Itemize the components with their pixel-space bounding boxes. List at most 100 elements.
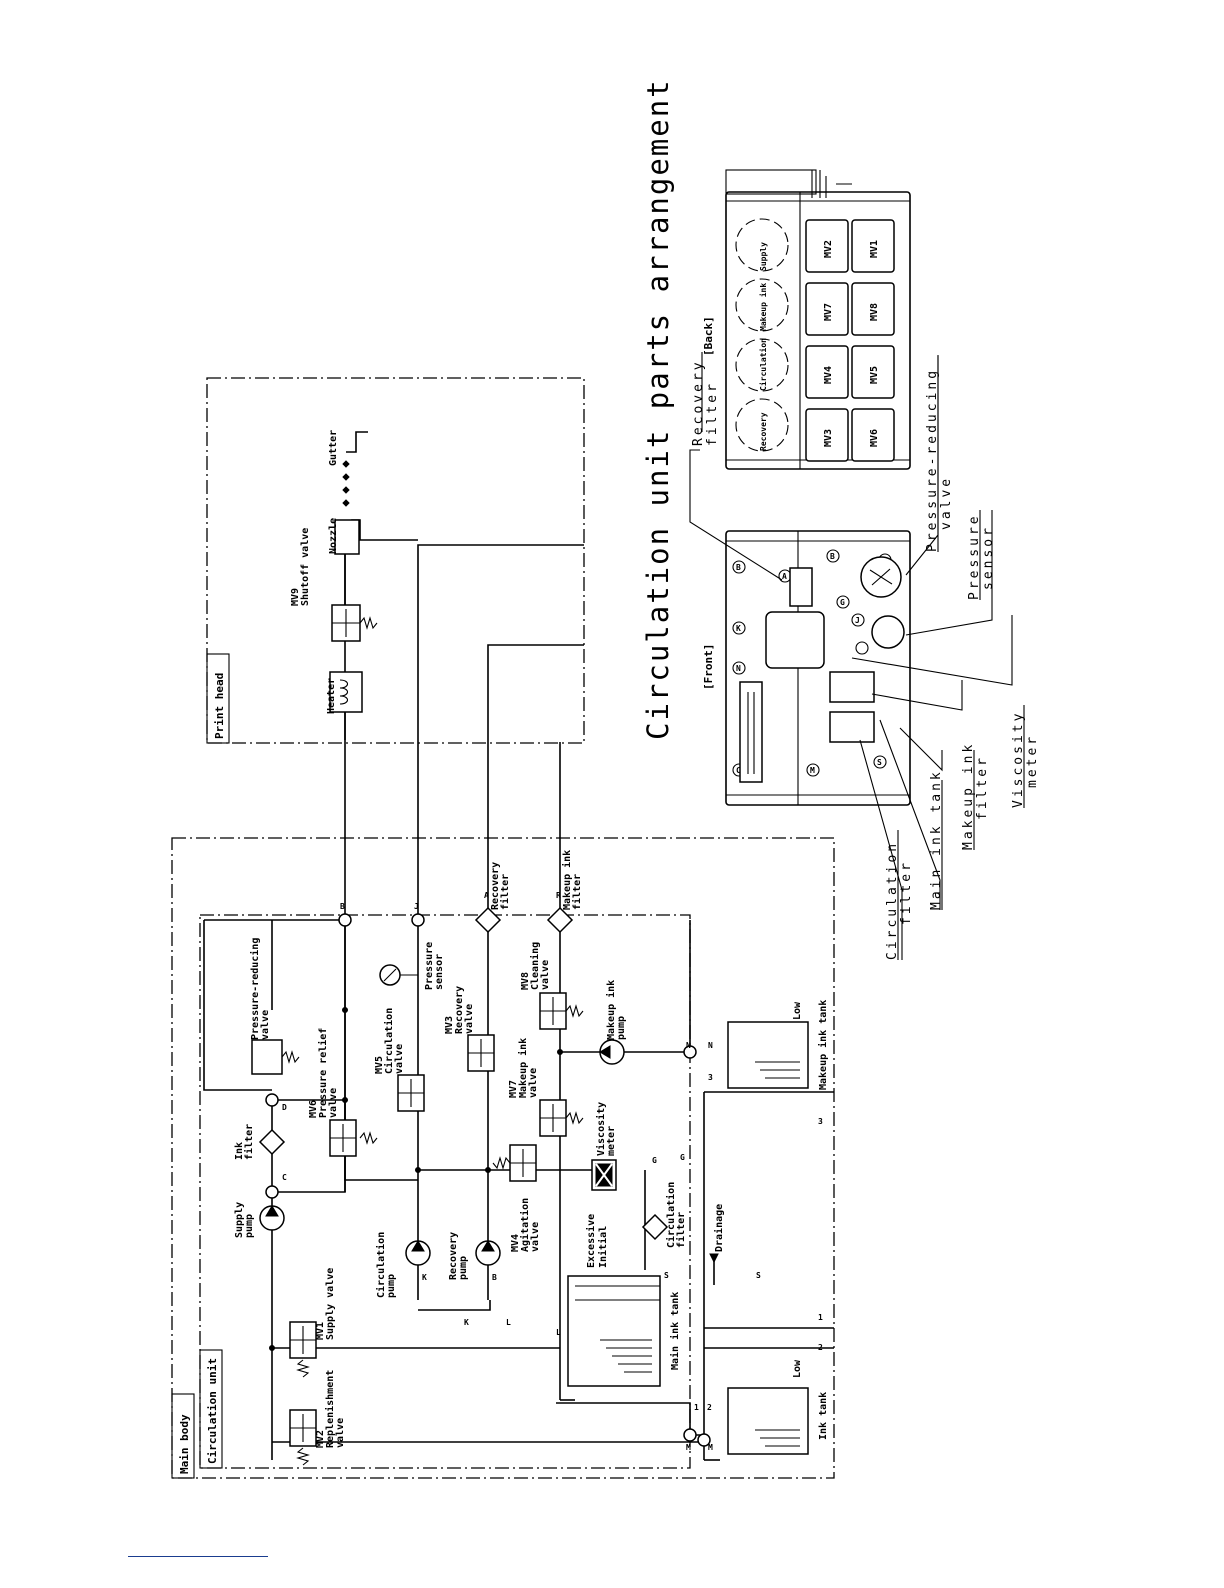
svg-text:1: 1 xyxy=(694,1403,699,1412)
main-body-frame xyxy=(171,837,835,1479)
mv1-label: Supply valve xyxy=(325,1268,336,1340)
ink-tank-symbol xyxy=(727,1387,809,1455)
pressure-sensor-symbol xyxy=(379,964,418,986)
recovery-filter-label: Recovery xyxy=(490,862,501,910)
ink-filter-label2: filter xyxy=(243,1124,255,1160)
heater-label: Heater xyxy=(326,678,337,714)
back-valve-block xyxy=(851,219,895,273)
back-valve-label: MV8 xyxy=(869,303,880,321)
mv8-label2: valve xyxy=(540,960,551,990)
gutter-symbol xyxy=(346,431,368,453)
viscosity-meter-label2: meter xyxy=(606,1126,617,1156)
svg-text:G: G xyxy=(840,598,845,607)
callout-makeup-filter-1: Makeup ink xyxy=(961,742,976,850)
svg-text:M: M xyxy=(708,1443,713,1452)
initial-label: Initial xyxy=(597,1226,609,1268)
mv2-label: Replenishment xyxy=(324,1370,336,1448)
recovery-pump-symbol xyxy=(475,1240,501,1266)
back-valve-label: MV4 xyxy=(823,366,834,384)
callout-circ-filter-1: Circulation xyxy=(885,841,900,960)
parts-arrangement: Circulation unit parts arrangement [Fron… xyxy=(641,78,1040,960)
back-component-circle xyxy=(735,218,789,272)
mv3-label2: valve xyxy=(464,1004,475,1034)
back-valve-label: MV3 xyxy=(823,429,834,447)
svg-text:A: A xyxy=(782,572,787,581)
ink-filter-symbol xyxy=(258,1128,286,1156)
arrangement-title: Circulation unit parts arrangement xyxy=(641,78,675,740)
recovery-filter-symbol xyxy=(474,906,502,934)
svg-text:M: M xyxy=(810,766,815,775)
mv6-name: MV6 xyxy=(308,1100,319,1118)
callout-pressure-reducing-1: Pressure-reducing xyxy=(925,368,940,552)
back-valve-block xyxy=(805,345,849,399)
circulation-pump-label: Circulation xyxy=(375,1232,387,1298)
main-body-label: Main body xyxy=(178,1414,191,1474)
low-label-2: Low xyxy=(792,1001,803,1020)
supply-pump-label2: pump xyxy=(244,1214,255,1238)
callout-viscosity-2: meter xyxy=(1025,734,1040,788)
drainage-label: Drainage xyxy=(713,1204,725,1252)
svg-text:S: S xyxy=(877,758,882,767)
nozzle-symbol xyxy=(334,519,360,555)
mv5-name: MV5 xyxy=(374,1056,385,1074)
back-valve-block xyxy=(805,282,849,336)
callout-recovery-filter-1: Recovery xyxy=(691,359,706,446)
pressure-sensor-label2: sensor xyxy=(434,954,445,990)
print-head-label: Print head xyxy=(213,673,226,739)
mv1-name: MV1 xyxy=(315,1322,326,1340)
callout-pressure-sensor-2: sensor xyxy=(981,525,996,590)
back-valve-block xyxy=(851,282,895,336)
back-component-label: Supply xyxy=(759,242,768,271)
back-valve-label: MV7 xyxy=(823,303,834,321)
back-component-label: Recovery xyxy=(759,412,768,451)
makeup-ink-tank-symbol xyxy=(727,1021,809,1089)
back-component-circle xyxy=(735,338,789,392)
callout-recovery-filter-2: filter xyxy=(705,381,720,446)
pressure-reducing-label: Pressure-reducing xyxy=(249,938,261,1040)
mv2-name: MV2 xyxy=(315,1430,326,1448)
low-label-1: Low xyxy=(792,1359,803,1378)
mv6-label2: valve xyxy=(328,1088,339,1118)
svg-text:K: K xyxy=(736,624,741,633)
back-label: [Back] xyxy=(702,316,715,356)
nozzle-label: Nozzle xyxy=(328,518,339,554)
recovery-pump-label: Recovery xyxy=(448,1232,459,1280)
mv4-name: MV4 xyxy=(510,1234,521,1252)
back-valve-label: MV5 xyxy=(869,366,880,384)
svg-text:B: B xyxy=(736,563,741,572)
callout-pressure-sensor-1: Pressure xyxy=(967,513,982,600)
back-valve-label: MV2 xyxy=(823,240,834,258)
hydraulic-diagram: Main body Circulation unit Print head xyxy=(171,377,835,1479)
back-valve-block xyxy=(805,408,849,462)
back-component-circle xyxy=(735,398,789,452)
svg-text:J: J xyxy=(855,616,860,625)
svg-text:B: B xyxy=(340,902,345,911)
svg-text:1: 1 xyxy=(818,1313,823,1322)
mv6-label: Pressure relief xyxy=(317,1028,329,1118)
mv7-label2: valve xyxy=(528,1068,539,1098)
ink-filter-label: Ink xyxy=(234,1142,245,1160)
makeup-pump-symbol xyxy=(599,1039,625,1065)
makeup-ink-tank-label: Makeup ink tank xyxy=(817,1000,829,1090)
recovery-filter-label2: filter xyxy=(499,874,511,910)
svg-text:A: A xyxy=(484,891,489,900)
callout-circ-filter-2: filter xyxy=(899,860,914,925)
svg-text:L: L xyxy=(506,1318,511,1327)
supply-pump-symbol xyxy=(259,1205,285,1231)
front-label: [Front] xyxy=(702,644,715,690)
mv9-label: Shutoff valve xyxy=(300,528,311,606)
callout-viscosity-1: Viscosity xyxy=(1011,711,1026,808)
pressure-reducing-symbol xyxy=(251,1039,283,1075)
mv8-label: Cleaning xyxy=(529,942,541,990)
back-valve-block xyxy=(851,345,895,399)
svg-text:B: B xyxy=(830,552,835,561)
back-valve-block xyxy=(805,219,849,273)
pressure-sensor-label: Pressure xyxy=(424,942,435,990)
main-ink-tank-symbol xyxy=(567,1275,661,1387)
ink-tank-label: Ink tank xyxy=(818,1392,829,1440)
circulation-unit-label: Circulation unit xyxy=(206,1358,219,1464)
circulation-unit-frame xyxy=(199,914,691,1469)
makeup-filter-label: Makeup ink xyxy=(561,850,573,910)
svg-text:N: N xyxy=(736,664,741,673)
